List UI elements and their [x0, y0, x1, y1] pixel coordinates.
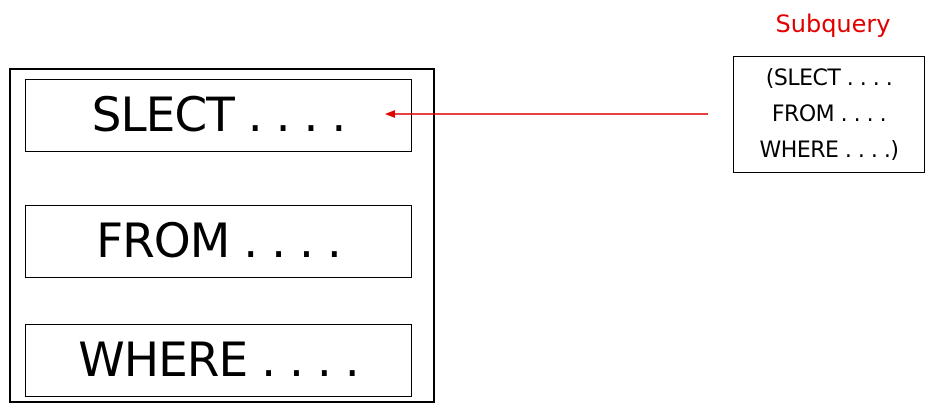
where-clause-text: WHERE . . . .: [78, 333, 359, 388]
subquery-line-select: (SLECT . . . .: [765, 65, 893, 91]
arrow-head: [385, 110, 395, 118]
select-clause-box: SLECT . . . .: [25, 79, 412, 152]
subquery-line-from: FROM . . . .: [771, 101, 887, 127]
where-clause-box: WHERE . . . .: [25, 324, 412, 397]
from-clause-box: FROM . . . .: [25, 205, 412, 278]
from-clause-text: FROM . . . .: [96, 214, 342, 269]
subquery-line-where: WHERE . . . .): [759, 137, 899, 163]
main-query-frame: [9, 68, 435, 403]
subquery-title: Subquery: [775, 10, 891, 38]
subquery-box: (SLECT . . . . FROM . . . . WHERE . . . …: [733, 56, 925, 173]
select-clause-text: SLECT . . . .: [91, 88, 347, 143]
